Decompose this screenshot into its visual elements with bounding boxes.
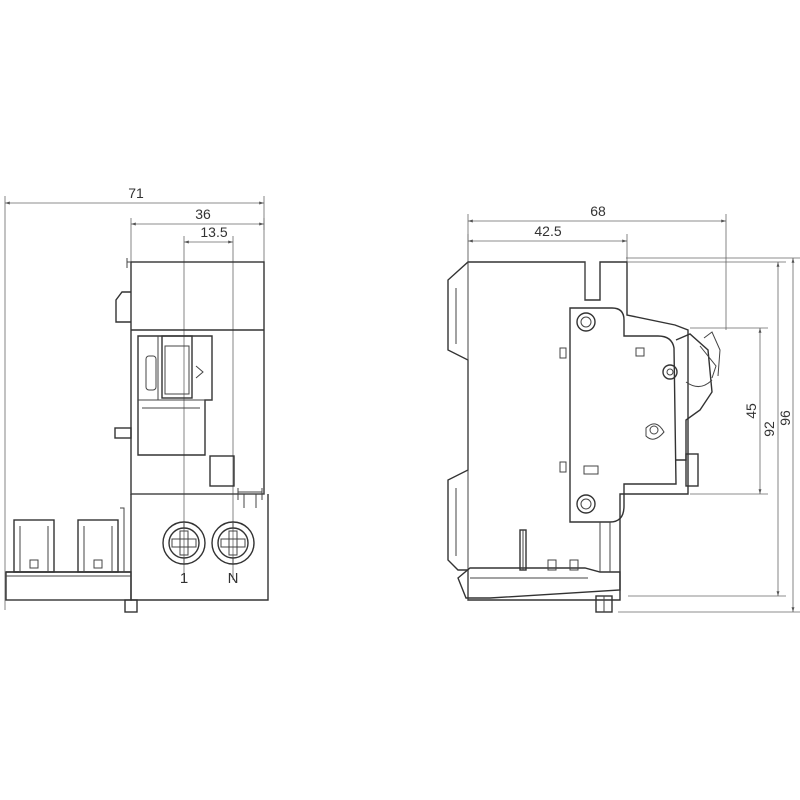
dimension-overall-width: 71 [4, 185, 265, 610]
toggle-lever [137, 335, 213, 456]
busbar-tabs [5, 507, 138, 613]
screw-terminal-1 [162, 521, 206, 565]
side-din-clip [457, 522, 621, 613]
dim-label-96: 96 [777, 410, 793, 426]
terminal-block [130, 488, 269, 601]
dim-label-71: 71 [128, 185, 144, 201]
side-view: 68 42.5 45 92 96 [447, 203, 800, 613]
dim-label-92: 92 [761, 421, 777, 437]
dimension-depth: 68 [467, 203, 727, 330]
dimension-body-height: 92 [628, 261, 786, 597]
dim-label-42-5: 42.5 [534, 223, 561, 239]
dim-label-45: 45 [743, 403, 759, 419]
side-front-plate [559, 307, 678, 523]
front-view: 71 36 13.5 [4, 185, 269, 613]
test-button [209, 455, 235, 487]
terminal-label-n: N [228, 570, 239, 587]
dim-label-36: 36 [195, 206, 211, 222]
screw-terminal-n [211, 521, 255, 565]
dim-label-13-5: 13.5 [200, 224, 227, 240]
front-body [114, 258, 265, 495]
dimension-terminal-pitch: 13.5 [183, 224, 234, 580]
terminal-label-1: 1 [180, 570, 188, 587]
dimension-front-depth: 42.5 [467, 223, 628, 262]
dimension-overall-height: 96 [618, 257, 800, 613]
dim-label-68: 68 [590, 203, 606, 219]
side-toggle-lever [675, 331, 721, 487]
dimension-front-height: 45 [690, 327, 768, 495]
side-housing [447, 261, 689, 601]
dimension-module-width: 36 [130, 206, 265, 262]
